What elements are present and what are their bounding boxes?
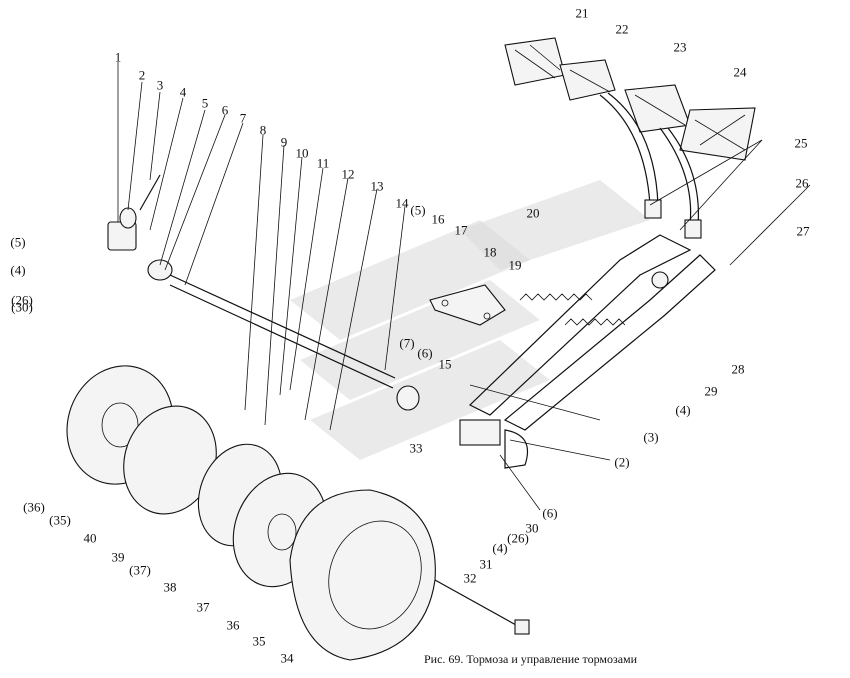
part-label: 36	[226, 617, 240, 633]
part-label: 26	[795, 175, 809, 191]
part-label: 30	[525, 520, 539, 536]
part-label: 35	[252, 633, 266, 649]
part-label: 1	[114, 49, 122, 65]
part-label: 28	[731, 361, 745, 377]
part-label: 14	[395, 195, 409, 211]
part-label: (26)	[11, 292, 33, 308]
part-label: 9	[280, 134, 288, 150]
part-label: 3	[156, 77, 164, 93]
part-label: (6)	[417, 345, 433, 361]
part-label: 20	[526, 205, 540, 221]
part-label: 18	[483, 244, 497, 260]
pedal-arms	[599, 92, 702, 239]
part-label: 33	[409, 440, 423, 456]
part-label: 6	[221, 102, 229, 118]
part-label: 8	[259, 122, 267, 138]
part-label: (30)	[11, 299, 33, 315]
part-label: 2	[138, 67, 146, 83]
part-label: 12	[341, 166, 355, 182]
part-label: (35)	[49, 512, 71, 528]
part-label: 34	[280, 650, 294, 666]
part-label: 32	[463, 570, 477, 586]
part-label: 31	[479, 556, 493, 572]
part-label: (4)	[10, 262, 26, 278]
return-springs	[519, 293, 626, 326]
part-label: (6)	[542, 505, 558, 521]
part-label: 39	[111, 549, 125, 565]
cross-shaft	[147, 259, 420, 411]
part-label: 40	[83, 530, 97, 546]
part-label: 38	[163, 579, 177, 595]
brake-disc-left	[66, 365, 217, 515]
part-label: 25	[794, 135, 808, 151]
brake-housing	[289, 489, 530, 661]
bearing-housing	[107, 174, 161, 251]
part-label: 13	[370, 178, 384, 194]
part-label: (4)	[492, 540, 508, 556]
part-label: 21	[575, 5, 589, 21]
part-label: (36)	[23, 499, 45, 515]
part-label: 27	[796, 223, 810, 239]
leader-lines	[117, 62, 811, 511]
part-label: 37	[196, 599, 210, 615]
part-label: 7	[239, 110, 247, 126]
part-label: (5)	[410, 202, 426, 218]
part-label: 11	[316, 155, 330, 171]
part-label: 24	[733, 64, 747, 80]
part-label: 4	[179, 84, 187, 100]
part-label: 16	[431, 211, 445, 227]
figure-caption: Рис. 69. Тормоза и управление тормозами	[424, 652, 638, 666]
part-label: (4)	[675, 402, 691, 418]
part-label: 23	[673, 39, 687, 55]
part-label: 19	[508, 257, 522, 273]
part-label: 15	[438, 356, 452, 372]
part-label: 29	[704, 383, 718, 399]
pedal-pads	[504, 37, 756, 161]
part-label: 5	[201, 95, 209, 111]
part-label: 10	[295, 145, 309, 161]
part-label: 22	[615, 21, 629, 37]
part-label: (7)	[399, 335, 415, 351]
part-label: (3)	[643, 429, 659, 445]
part-label: (5)	[10, 234, 26, 250]
part-label: 17	[454, 222, 468, 238]
part-label: (2)	[614, 454, 630, 470]
brake-levers	[459, 234, 716, 469]
watermark-logo	[290, 180, 650, 460]
bracket	[429, 284, 506, 326]
part-label: (37)	[129, 562, 151, 578]
part-label: (26)	[507, 530, 529, 546]
